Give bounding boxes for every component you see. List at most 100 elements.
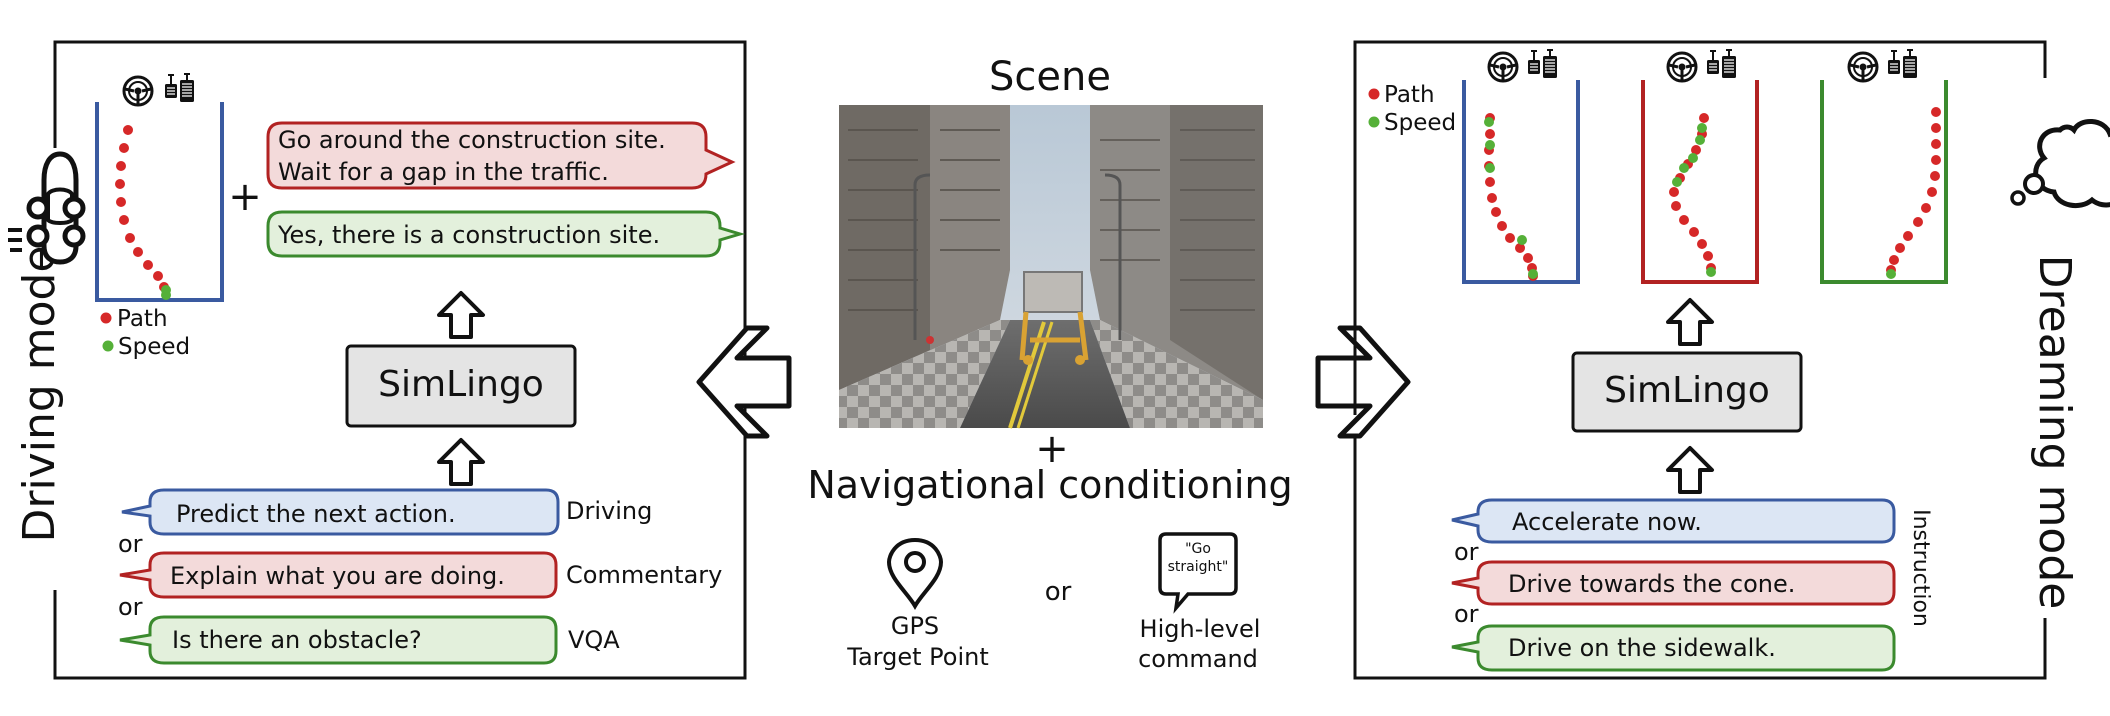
- trajectory-plot-red: [1641, 49, 1759, 284]
- speed-dot: [1528, 269, 1538, 279]
- path-dot: [1505, 233, 1515, 243]
- steering-wheel-icon: [1487, 51, 1519, 83]
- or-label: or: [1454, 600, 1479, 628]
- path-dot: [1487, 193, 1497, 203]
- path-dot: [1497, 221, 1507, 231]
- left-panel-frame: [53, 40, 747, 415]
- prompt-text: Is there an obstacle?: [172, 626, 422, 654]
- pedals-icon: [164, 73, 195, 103]
- plus-sign: +: [1035, 426, 1069, 472]
- answer-text: Yes, there is a construction site.: [277, 221, 660, 249]
- or-label: or: [1454, 538, 1479, 566]
- model-name: SimLingo: [378, 364, 544, 405]
- path-dot: [1931, 139, 1941, 149]
- trajectory-plot-green: [1820, 49, 1948, 284]
- path-dot: [1669, 187, 1679, 197]
- path-dot: [123, 125, 133, 135]
- bubble-line-2: straight": [1168, 559, 1229, 575]
- speed-dot: [1679, 163, 1689, 173]
- path-dot: [1927, 187, 1937, 197]
- path-dot: [1679, 215, 1689, 225]
- speed-legend-label: Speed: [1384, 110, 1456, 136]
- or-label: or: [118, 593, 143, 621]
- speed-dot: [1672, 177, 1682, 187]
- trajectory-plot-blue: [1462, 49, 1580, 284]
- speed-dot: [1517, 235, 1527, 245]
- path-dot: [1930, 171, 1940, 181]
- right-panel-frame: [1353, 40, 2047, 415]
- path-dot: [1699, 113, 1709, 123]
- path-dot: [125, 233, 135, 243]
- path-dot: [1671, 201, 1681, 211]
- path-speed-dots: [1669, 113, 1716, 277]
- dreaming-mode-panel: Dreaming mode Path Speed: [1353, 40, 2110, 680]
- path-dot: [1903, 231, 1913, 241]
- steering-wheel-icon: [1847, 51, 1879, 83]
- speed-dot: [1886, 269, 1896, 279]
- path-dot: [153, 271, 163, 281]
- path-dot: [133, 247, 143, 257]
- right-panel-frame-bottom: [1353, 436, 2047, 680]
- steering-wheel-icon: [122, 75, 154, 107]
- prompt-commentary: Explain what you are doing. Commentary: [119, 551, 722, 599]
- speed-dot: [1485, 140, 1495, 150]
- prompt-text: Explain what you are doing.: [170, 562, 505, 590]
- speed-dot: [1485, 163, 1495, 173]
- path-dot: [1913, 217, 1923, 227]
- path-dot: [1485, 129, 1495, 139]
- speed-dot: [1695, 135, 1705, 145]
- city-scene-image: [839, 105, 1263, 429]
- speech-bubble-icon: "Go straight": [1158, 532, 1238, 614]
- pedals-icon: [1527, 49, 1558, 79]
- path-legend-label: Path: [117, 306, 168, 332]
- location-pin-icon: [886, 537, 944, 611]
- instruction-text: Drive towards the cone.: [1508, 570, 1795, 598]
- command-label-line1: High-level: [1140, 615, 1261, 643]
- driving-mode-label: Driving mode: [14, 245, 65, 542]
- speed-dot: [1697, 123, 1707, 133]
- or-label: or: [118, 530, 143, 558]
- prompt-tag: Commentary: [566, 561, 722, 589]
- path-legend-dot: [1368, 88, 1380, 100]
- prompt-text: Predict the next action.: [176, 500, 456, 528]
- prompt-vqa: Is there an obstacle? VQA: [119, 615, 620, 665]
- or-label: or: [1045, 577, 1072, 607]
- speed-legend-dot: [1368, 116, 1380, 128]
- path-dot: [115, 179, 125, 189]
- command-label-line2: command: [1138, 645, 1258, 673]
- path-dot: [116, 161, 126, 171]
- path-dot: [1931, 107, 1941, 117]
- path-dot: [119, 143, 129, 153]
- path-dot: [1931, 123, 1941, 133]
- instruction-text: Drive on the sidewalk.: [1508, 634, 1776, 662]
- instruction-cone: Drive towards the cone.: [1451, 560, 1896, 606]
- pedals-icon: [1706, 49, 1737, 79]
- steering-wheel-icon: [1666, 51, 1698, 83]
- commentary-line-2: Wait for a gap in the traffic.: [278, 158, 609, 186]
- bubble-line-1: "Go: [1185, 541, 1211, 557]
- path-dot: [1889, 255, 1899, 265]
- simlingo-model-right: SimLingo: [1571, 351, 1803, 433]
- path-dot: [1931, 155, 1941, 165]
- speed-dot: [161, 290, 171, 300]
- path-dot: [1491, 207, 1501, 217]
- path-dot: [1523, 253, 1533, 263]
- prompt-tag: VQA: [568, 626, 620, 654]
- speed-legend-label: Speed: [118, 334, 190, 360]
- speed-dot: [1706, 267, 1716, 277]
- simlingo-model-left: SimLingo: [345, 344, 577, 428]
- prompt-driving: Predict the next action. Driving: [121, 488, 652, 536]
- output-bubble-answer: Yes, there is a construction site.: [266, 210, 746, 258]
- up-arrow-icon: [437, 291, 485, 339]
- path-dot: [1895, 243, 1905, 253]
- path-dot: [1691, 145, 1701, 155]
- instruction-sidewalk: Drive on the sidewalk.: [1451, 624, 1896, 672]
- speed-legend-dot: [102, 340, 114, 352]
- up-arrow-icon: [437, 438, 485, 486]
- scene-section: Scene: [807, 54, 1292, 673]
- path-dot: [1485, 177, 1495, 187]
- left-arrow-icon: [696, 325, 792, 439]
- up-arrow-icon: [1666, 446, 1714, 494]
